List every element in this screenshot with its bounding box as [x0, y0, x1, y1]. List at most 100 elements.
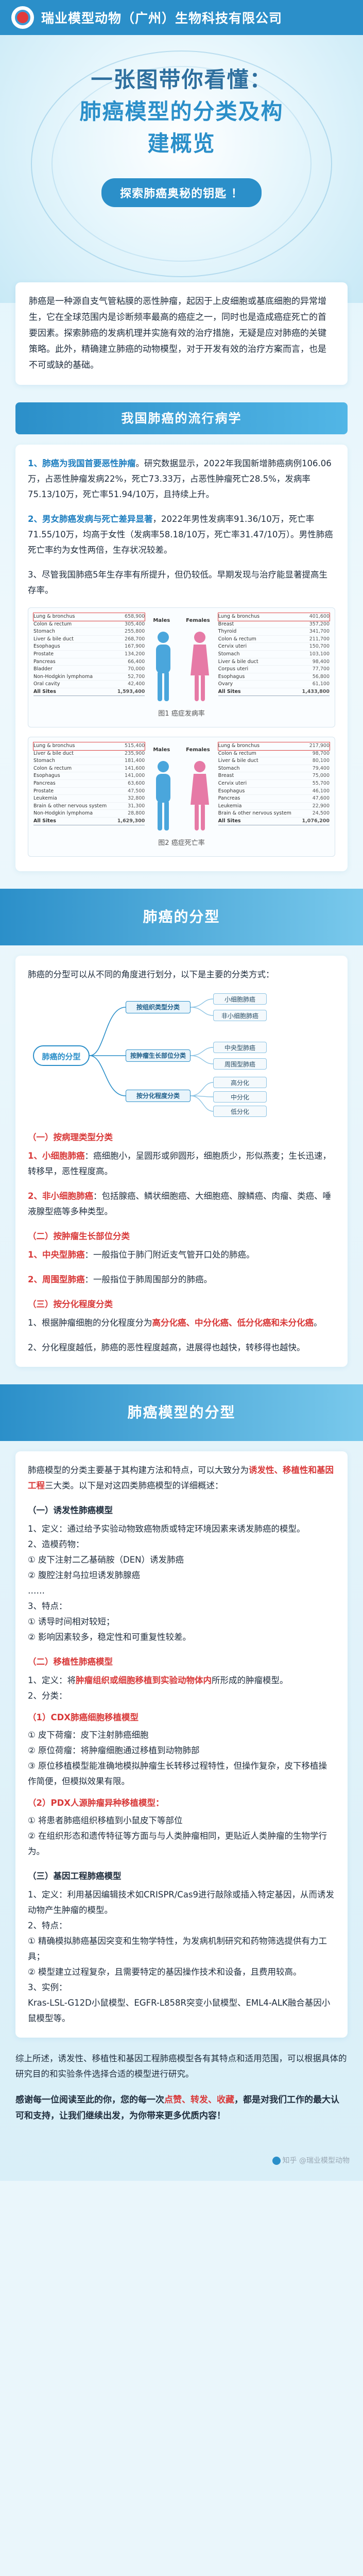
cancer-site: Esophagus: [33, 773, 60, 779]
cancer-site: Lung & bronchus: [33, 614, 75, 619]
hero-title-line3: 建概览: [147, 131, 216, 156]
case-count: 75,000: [312, 773, 330, 779]
model3-features: ① 精确模拟肺癌基因突变和生物学特性，为发病机制研究和药物筛选提供有力工具； ②…: [28, 1934, 335, 1980]
epi-paragraph-1: 1、肺癌为我国首要恶性肿瘤。研究数据显示，2022年我国新增肺癌病例106.06…: [28, 456, 335, 502]
hero-title-line1: 一张图带你看懂：: [91, 67, 272, 92]
case-count: 28,800: [128, 810, 145, 817]
cancer-site: Thyroid: [218, 629, 237, 635]
case-count: 217,900: [309, 743, 330, 749]
cancer-site: Brain & other nervous system: [218, 810, 291, 817]
model2-def-pre: 1、定义：将: [28, 1675, 76, 1685]
models-intro-post: 三大类。以下是对这四类肺癌模型的详细概述：: [45, 1481, 223, 1490]
models-intro-pre: 肺癌模型的分类主要基于其构建方法和特点，可以大致分为: [28, 1465, 249, 1475]
case-count: 42,400: [128, 681, 145, 687]
page: 瑞业模型动物（广州）生物科技有限公司 一张图带你看懂： 肺癌模型的分类及构 建概…: [0, 0, 363, 2181]
hero-tagline: 探索肺癌奥秘的钥匙 ！: [101, 178, 262, 207]
intro-paragraph: 肺癌是一种源自支气管粘膜的恶性肿瘤，起因于上皮细胞或基底细胞的异常增生，它在全球…: [15, 282, 348, 385]
header-bar: 瑞业模型动物（广州）生物科技有限公司: [0, 0, 363, 35]
classification-diagram: 肺癌的分型 按组织类型分类 按肿瘤生长部位分类 按分化程度分类 小细胞肺癌 非小…: [28, 992, 335, 1121]
model1-feature: ② 影响因素较多，稳定性和可重复性较差。: [28, 1632, 192, 1642]
table-row: Stomach 181,400: [33, 757, 145, 765]
epi-p2-lead: 2、男女肺癌发病与死亡差异显著: [28, 514, 153, 524]
model1-features: ① 诱导时间相对较短； ② 影响因素较多，稳定性和可重复性较差。: [28, 1614, 335, 1645]
diagram-leaf-peripheral: 周围型肺癌: [213, 1058, 267, 1070]
classification-intro: 肺癌的分型可以从不同的角度进行划分，以下是主要的分类方式：: [28, 970, 274, 979]
model1-methods-title: 2、造模药物：: [28, 1539, 84, 1549]
case-count: 31,300: [128, 803, 145, 809]
case-count: 46,100: [312, 788, 330, 794]
case-count: 167,900: [125, 643, 145, 650]
case-count: 61,100: [312, 681, 330, 687]
case-count: 47,500: [128, 788, 145, 794]
cancer-site: Leukemia: [218, 803, 242, 809]
cancer-site: All Sites: [218, 688, 241, 694]
cancer-site: Stomach: [33, 758, 55, 764]
model2-pdx-item: ① 将患者肺癌组织移植到小鼠皮下等部位: [28, 1816, 183, 1825]
epi-p2-rest: ，2022年男性发病率91.36/10万，死亡率71.55/10万，均高于女性（…: [28, 514, 333, 555]
table-row: Ovary 61,100: [218, 681, 330, 688]
model2-title: （二）移植性肺癌模型: [28, 1657, 113, 1667]
case-count: 268,700: [125, 636, 145, 642]
diagram-leaf-low: 低分化: [213, 1106, 267, 1117]
cancer-site: Breast: [218, 621, 234, 627]
cancer-site: Liver & bile duct: [33, 750, 74, 756]
classification-card: 肺癌的分型可以从不同的角度进行划分，以下是主要的分类方式： 肺癌的分型 按组织类…: [15, 956, 348, 1367]
class-a1-rest: ：癌细胞小，呈圆形或卵圆形，细胞质少，形似燕麦；生长迅速，转移早，恶性程度高。: [28, 1151, 331, 1176]
model2-pdx-item: ② 在组织形态和遗传特征等方面与与人类肿瘤相同，更贴近人类肿瘤的生物学行为。: [28, 1831, 327, 1856]
model1-method: ② 腹腔注射乌拉坦诱发肺腺癌: [28, 1570, 141, 1580]
case-count: 150,700: [309, 643, 330, 650]
case-count: 66,400: [128, 658, 145, 665]
case-count: 47,600: [312, 795, 330, 802]
class-a1-lead: 1、小细胞肺癌: [28, 1151, 85, 1161]
case-count: 52,700: [128, 673, 145, 680]
company-name: 瑞业模型动物（广州）生物科技有限公司: [41, 11, 283, 26]
model3-definition: 1、定义：利用基因编辑技术如CRISPR/Cas9进行敲除或插入特定基因，从而诱…: [28, 1890, 335, 1915]
epi-p1-rest: 。研究数据显示，2022年我国新增肺癌病例106.06万，占恶性肿瘤发病22%，…: [28, 459, 332, 499]
diagram-leaf-central: 中央型肺癌: [213, 1042, 267, 1053]
case-count: 55,700: [312, 780, 330, 786]
model1-feature: ① 诱导时间相对较短；: [28, 1617, 115, 1626]
female-label-2: Females: [186, 747, 210, 753]
cancer-site: Colon & rectum: [218, 636, 256, 642]
cancer-site: Ovary: [218, 681, 233, 687]
models-card: 肺癌模型的分类主要基于其构建方法和特点，可以大致分为诱发性、移植性和基因工程三大…: [15, 1451, 348, 2038]
male-body-icon-2: [155, 761, 170, 831]
model2-cdx-item: ① 皮下荷瘤：皮下注射肺癌细胞: [28, 1730, 149, 1740]
model2-definition: 1、定义：将肿瘤组织或细胞移植到实验动物体内所形成的肿瘤模型。: [28, 1673, 335, 1688]
case-count: 1,433,800: [302, 688, 330, 694]
cta-lead: 点赞、转发、收藏: [164, 2095, 234, 2105]
case-count: 181,400: [125, 758, 145, 764]
class-a1: 1、小细胞肺癌：癌细胞小，呈圆形或卵圆形，细胞质少，形似燕麦；生长迅速，转移早，…: [28, 1148, 335, 1179]
cancer-site: Liver & bile duct: [33, 636, 74, 642]
model3-feature: ② 模型建立过程复杂，且需要特定的基因操作技术和设备，且费用较高。: [28, 1967, 302, 1977]
cancer-site: Bladder: [33, 666, 53, 672]
cancer-site: Colon & rectum: [218, 750, 256, 756]
model1-method: ① 皮下注射二乙基硝胺（DEN）诱发肺癌: [28, 1555, 184, 1565]
case-count: 79,400: [312, 765, 330, 771]
cancer-site: Corpus uteri: [218, 666, 249, 672]
class-a2-lead: 2、非小细胞肺癌: [28, 1191, 93, 1201]
table-row: Liver & bile duct 268,700: [33, 636, 145, 643]
male-label: Males: [153, 618, 170, 623]
company-logo-icon: [11, 6, 34, 29]
cancer-site: Stomach: [33, 629, 55, 635]
model1-methods: ① 皮下注射二乙基硝胺（DEN）诱发肺癌 ② 腹腔注射乌拉坦诱发肺腺癌 ……: [28, 1552, 335, 1599]
model2-pdx-list: ① 将患者肺癌组织移植到小鼠皮下等部位 ② 在组织形态和遗传特征等方面与与人类肿…: [28, 1813, 335, 1859]
model1-features-title: 3、特点：: [28, 1601, 67, 1611]
male-label-2: Males: [153, 747, 170, 753]
model2-cdx-title: （1）CDX肺癌细胞移植模型: [28, 1713, 139, 1722]
section-title-classification: 肺癌的分型: [0, 889, 363, 945]
